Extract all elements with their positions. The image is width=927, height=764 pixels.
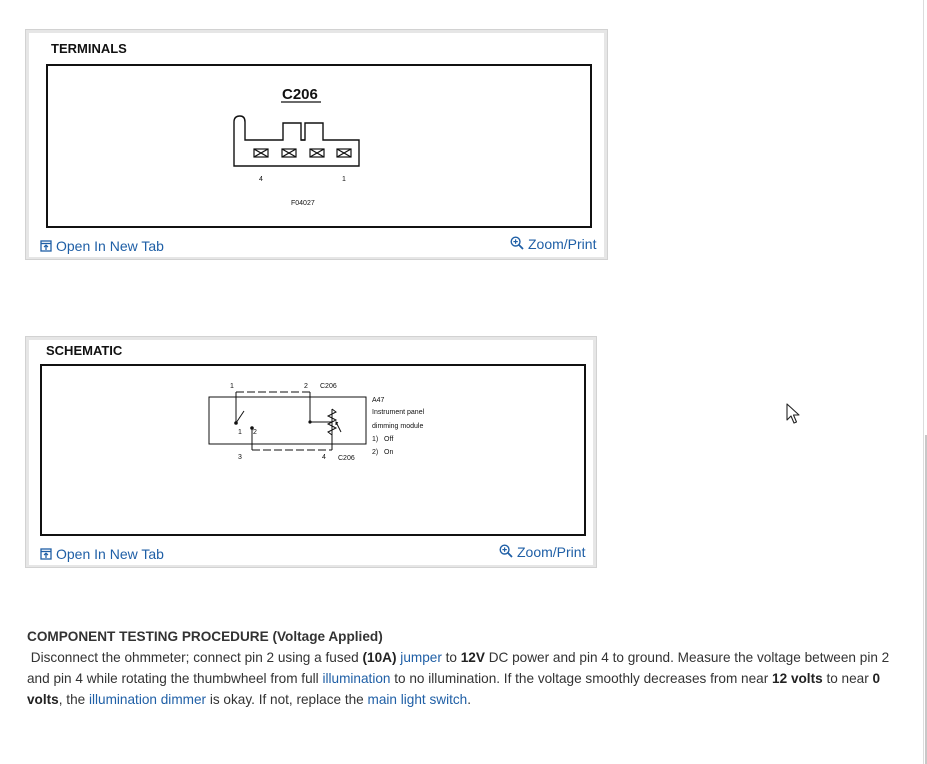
procedure-title: COMPONENT TESTING PROCEDURE <box>27 629 269 644</box>
schematic-pin-3: 3 <box>238 454 242 461</box>
illumination-link[interactable]: illumination <box>322 671 391 686</box>
procedure-text: to near <box>822 671 873 686</box>
procedure-text: to <box>441 650 461 665</box>
procedure-title-suffix: (Voltage Applied) <box>268 629 383 644</box>
procedure-text: to no illumination. If the voltage smoot… <box>390 671 773 686</box>
procedure-text: . <box>467 692 472 707</box>
voltage-high: 12 volts <box>772 671 823 686</box>
switch-position-1: 1 <box>238 429 242 436</box>
open-new-tab-icon <box>40 240 52 252</box>
connector-top-label: C206 <box>320 383 337 390</box>
schematic-image: SCHEMATIC <box>29 340 593 565</box>
zoom-in-icon <box>510 236 524 250</box>
switch-position-2: 2 <box>253 429 257 436</box>
module-code: A47 <box>372 397 385 404</box>
open-new-tab-text: Open In New Tab <box>56 238 164 254</box>
mouse-pointer-icon <box>786 403 800 424</box>
terminals-title: TERMINALS <box>51 41 127 56</box>
figure-code: F04027 <box>291 200 315 207</box>
terminals-figure: TERMINALS C206 4 1 F04027 <box>25 29 608 260</box>
main-light-switch-link[interactable]: main light switch <box>367 692 468 707</box>
dimming-module-schematic: 1 2 C206 1 2 3 4 C206 A47 Instrument pan… <box>208 383 425 462</box>
procedure-body: Disconnect the ohmmeter; connect pin 2 u… <box>27 647 907 710</box>
procedure-text: is okay. If not, replace the <box>206 692 368 707</box>
open-new-tab-icon <box>40 548 52 560</box>
pin-1-label: 1 <box>342 176 346 183</box>
module-name-line2: dimming module <box>372 423 423 430</box>
procedure-text: Disconnect the ohmmeter; connect pin 2 u… <box>27 650 363 665</box>
open-new-tab-text: Open In New Tab <box>56 546 164 562</box>
procedure-text: , the <box>58 692 89 707</box>
zoom-print-text: Zoom/Print <box>517 544 586 560</box>
supply-voltage: 12V <box>460 650 485 665</box>
pin-4-label: 4 <box>259 176 263 183</box>
schematic-pin-4: 4 <box>322 454 326 461</box>
illumination-dimmer-link[interactable]: illumination dimmer <box>88 692 207 707</box>
jumper-link[interactable]: jumper <box>400 650 442 665</box>
zoom-print-text: Zoom/Print <box>528 236 597 252</box>
connector-c206-diagram: C206 4 1 F04027 <box>233 86 360 207</box>
testing-procedure: COMPONENT TESTING PROCEDURE (Voltage App… <box>27 626 907 710</box>
open-new-tab-link[interactable]: Open In New Tab <box>40 238 164 254</box>
schematic-frame: 1 2 C206 1 2 3 4 C206 A47 Instrument pan… <box>40 364 586 536</box>
schematic-title: SCHEMATIC <box>46 343 123 358</box>
state-on-label: 2) On <box>372 449 394 456</box>
zoom-print-link[interactable]: Zoom/Print <box>499 544 585 560</box>
module-name-line1: Instrument panel <box>372 409 425 416</box>
page-divider <box>923 0 924 764</box>
procedure-heading: COMPONENT TESTING PROCEDURE (Voltage App… <box>27 626 907 647</box>
connector-bottom-label: C206 <box>338 455 355 462</box>
state-off-label: 1) Off <box>372 436 393 443</box>
zoom-print-link[interactable]: Zoom/Print <box>510 236 596 252</box>
voltage-low: 0 volts <box>27 671 881 707</box>
schematic-pin-1: 1 <box>230 383 234 390</box>
zoom-in-icon <box>499 544 513 558</box>
scrollbar-track[interactable] <box>925 435 927 764</box>
connector-label: C206 <box>282 86 318 103</box>
fuse-rating: (10A) <box>362 650 397 665</box>
open-new-tab-link[interactable]: Open In New Tab <box>40 546 164 562</box>
schematic-figure: SCHEMATIC <box>25 336 597 568</box>
terminals-image: TERMINALS C206 4 1 F04027 <box>29 33 604 257</box>
procedure-text: DC power and pin 4 to ground. Measure th… <box>27 650 894 686</box>
schematic-pin-2: 2 <box>304 383 308 390</box>
terminals-frame: C206 4 1 F04027 <box>46 64 592 228</box>
